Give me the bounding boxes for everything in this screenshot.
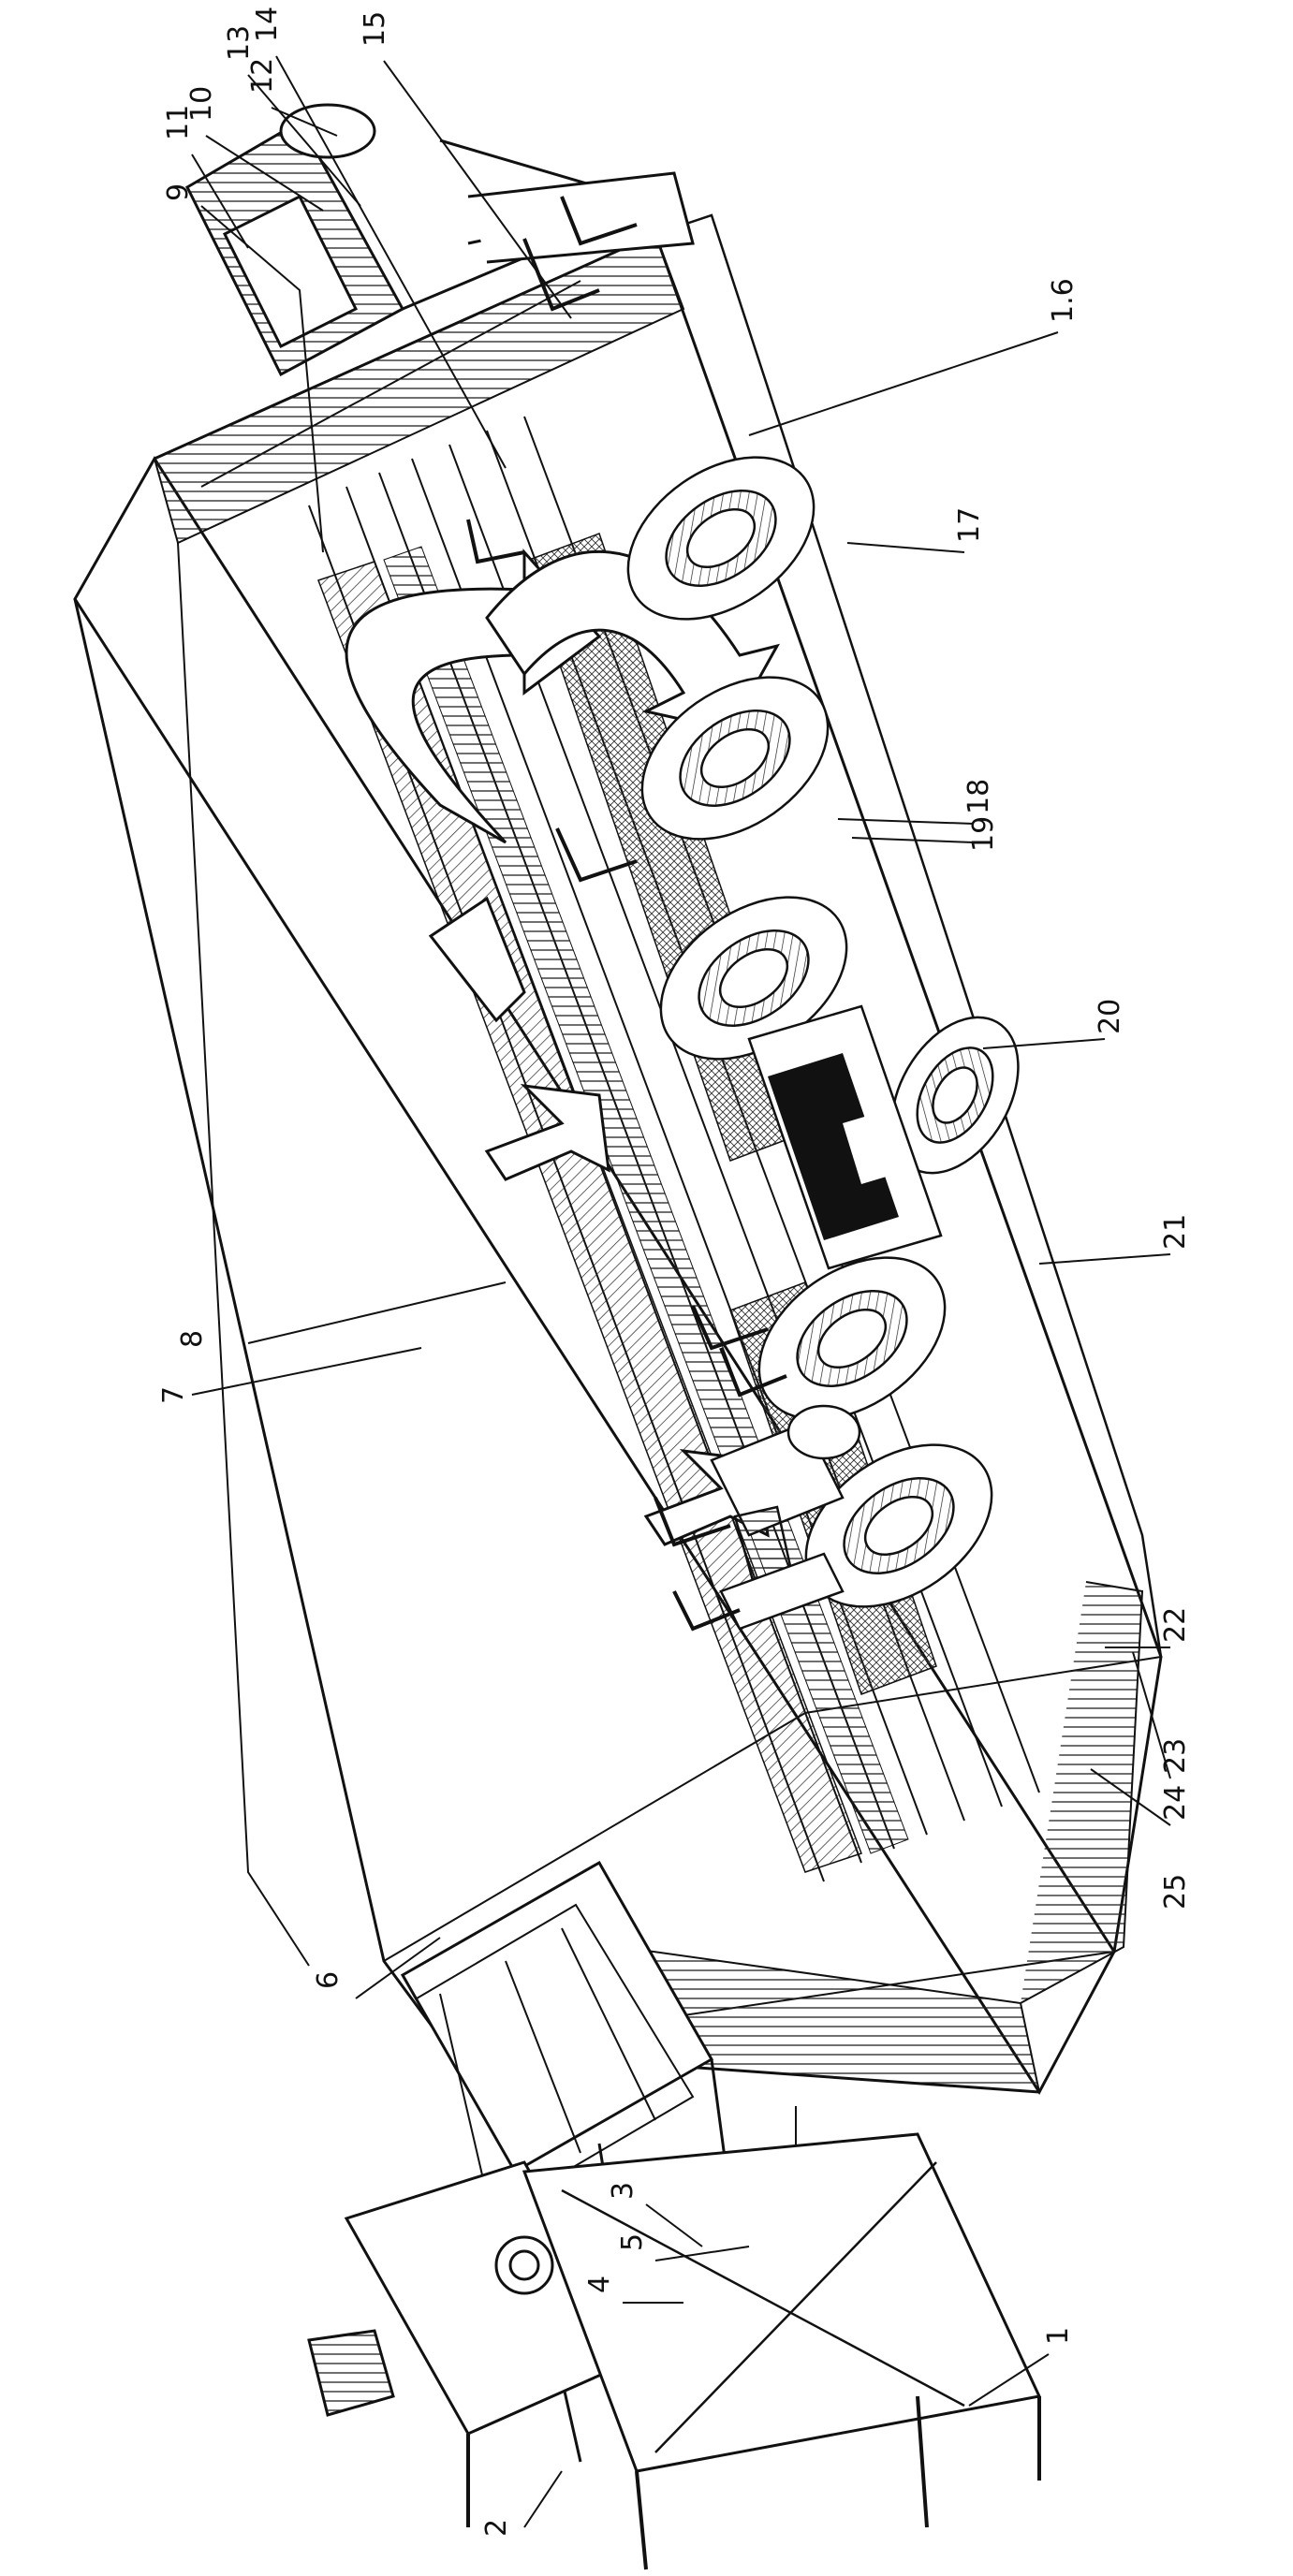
left-end-wall (153, 232, 685, 1967)
feeder-frame (307, 2132, 1042, 2570)
fan-1 (626, 456, 815, 621)
leader-lines (191, 55, 1171, 2528)
fan-units (626, 456, 1020, 1608)
callout-labels: 1 2 3 4 5 6 7 8 9 10 11 12 13 14 15 1.6 … (157, 7, 1192, 2537)
callout-label-17: 17 (953, 507, 986, 543)
callout-label-1: 1 (1042, 2327, 1075, 2345)
callout-label-13: 13 (223, 25, 256, 61)
callout-label-14: 14 (251, 7, 284, 42)
fan-3 (659, 896, 848, 1061)
callout-label-4: 4 (583, 2276, 616, 2293)
callout-label-7: 7 (157, 1386, 190, 1404)
callout-label-8: 8 (176, 1330, 209, 1348)
unloading-station (185, 103, 695, 377)
callout-label-24: 24 (1159, 1785, 1192, 1821)
callout-label-22: 22 (1159, 1607, 1192, 1643)
callout-label-2: 2 (480, 2519, 513, 2537)
fan-4 (890, 1016, 1020, 1175)
fan-6 (804, 1443, 993, 1608)
fan-5 (757, 1256, 947, 1421)
callout-label-11: 11 (162, 105, 195, 140)
callout-label-12: 12 (246, 58, 279, 94)
callout-label-18: 18 (962, 779, 995, 814)
callout-label-5: 5 (616, 2233, 649, 2251)
pipes-and-valves (466, 519, 787, 1632)
callout-label-16: 1.6 (1047, 278, 1080, 323)
callout-label-25: 25 (1159, 1874, 1192, 1910)
callout-label-3: 3 (607, 2182, 639, 2200)
burner-assembly (710, 1404, 861, 1631)
fan-2 (640, 676, 830, 841)
callout-label-6: 6 (312, 1971, 345, 1989)
heater-box (747, 1004, 943, 1270)
callout-label-9: 9 (162, 183, 195, 201)
callout-label-21: 21 (1159, 1214, 1192, 1250)
callout-label-10: 10 (185, 86, 218, 122)
callout-label-15: 15 (359, 11, 391, 47)
callout-label-19: 19 (967, 816, 1000, 852)
callout-label-23: 23 (1159, 1738, 1192, 1774)
callout-label-20: 20 (1094, 999, 1126, 1034)
